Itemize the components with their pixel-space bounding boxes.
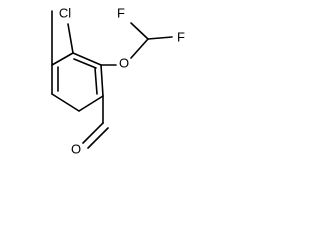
bond-c-f2 xyxy=(147,36,173,40)
molecule-structure: Cl O F F O xyxy=(51,5,185,156)
bond-ring-c5-c6 xyxy=(100,64,104,97)
bond-ring-c6-c1 xyxy=(72,52,102,66)
atom-label-oxygen-ether: O xyxy=(119,55,129,70)
bond-c-f1 xyxy=(130,22,149,40)
bond-o-chf2 xyxy=(130,38,149,59)
bond-ring-c6-c1-inner xyxy=(73,58,97,69)
atom-label-oxygen-aldehyde: O xyxy=(71,141,81,156)
bond-c-o-aldehyde-double xyxy=(87,127,109,149)
bond-ring-c1-c2 xyxy=(51,52,74,66)
atom-label-fluorine-2: F xyxy=(177,29,185,44)
bond-c-cl xyxy=(67,23,74,54)
bond-c-o-aldehyde xyxy=(82,122,104,144)
atom-label-chlorine: Cl xyxy=(59,5,71,20)
bond-ring-c5-c6-inner xyxy=(94,67,98,95)
bond-ring-c4-c5 xyxy=(78,95,104,112)
atom-label-fluorine-1: F xyxy=(117,5,125,20)
bond-ring-c3-c4 xyxy=(51,93,80,112)
